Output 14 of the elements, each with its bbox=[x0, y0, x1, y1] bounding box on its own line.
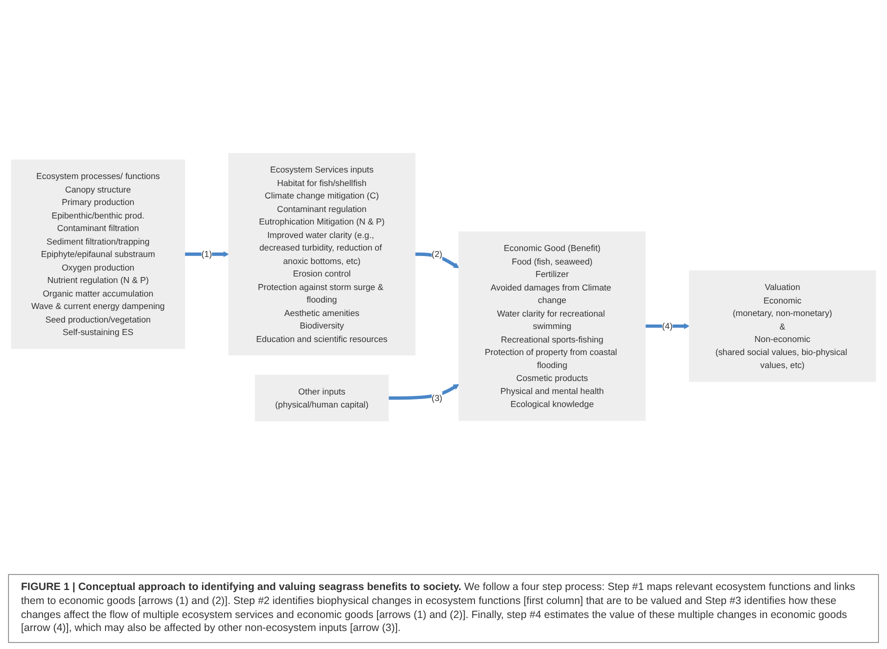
arrow bbox=[388, 384, 460, 400]
node-box: Ecosystem processes/ functions Canopy structure Primary production Epibenthic/benthic prod. Contaminant filtration Sediment filtration/trapping Epiphyte/epifaunal substraum Oxygen production Nutrient regulation (N & P) Organic matter accumulation Wave & current energy dampening Seed production/vegetation Self-sustaining ES bbox=[11, 160, 186, 349]
node-box: Valuation Economic (monetary, non-monetary) & Non-economic (shared social values, bio-physical values, etc) bbox=[688, 270, 876, 382]
edge-label: (4) bbox=[662, 321, 673, 331]
node-box: Other inputs (physical/human capital) bbox=[254, 374, 389, 422]
arrow bbox=[184, 251, 229, 258]
arrow bbox=[645, 323, 690, 330]
node-box: Economic Good (Benefit) Food (fish, seaweed) Fertilizer Avoided damages from Climate change Water clarity for recreational swimming Recreational sports-fishing Protection of property from coastal flooding Cosmetic products Physical and mental health Ecological knowledge bbox=[458, 231, 646, 421]
edge-label: (1) bbox=[201, 249, 212, 260]
node-box: Ecosystem Services inputs Habitat for fish/shellfish Climate change mitigation (C) Contaminant regulation Eutrophication Mitigation (N & P) Improved water clarity (e.g., decreased turbidity, reduction of anoxic bottoms, etc) Erosion control Protection against storm surge & flooding Aesthetic amenities Biodiversity Education and scientific resources bbox=[228, 153, 416, 356]
figure-caption: FIGURE 1 | Conceptual approach to identifying and valuing seagrass benefits to society. We follow a four step process: Step #1 maps relevant ecosystem functions and links them to economic goods [arrows (1) and (2)]. Step #2 identifies biophysical changes in ecosystem functions [first column] that are to be valued and Step #3 identifies how these changes affect the flow of multiple ecosystem services and economic goods [arrows (1) and (2)]. Finally, step #4 estimates the value of these multiple changes in economic goods [arrow (4)], which may also be affected by other non-ecosystem inputs [arrow (3)]. bbox=[8, 574, 879, 643]
edge-label: (2) bbox=[432, 249, 442, 260]
edge-label: (3) bbox=[432, 392, 442, 403]
arrow bbox=[415, 252, 460, 268]
